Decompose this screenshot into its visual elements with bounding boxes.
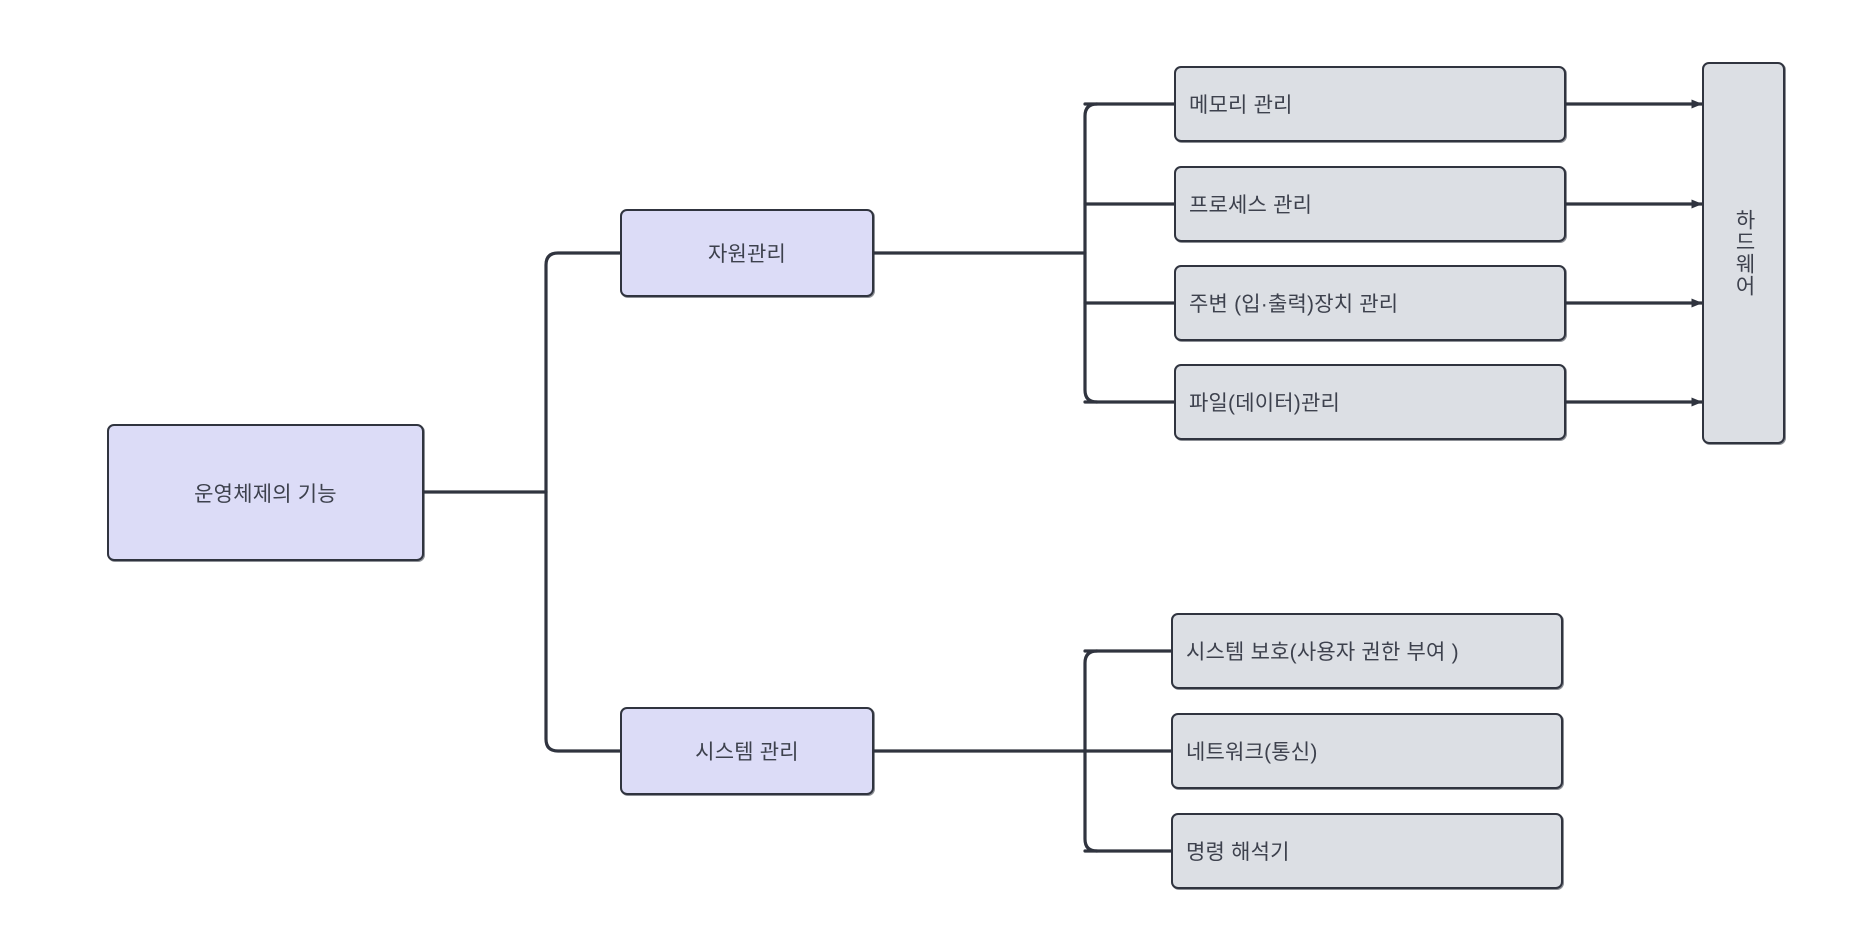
node-resource-management[interactable]: 자원관리	[620, 209, 874, 297]
node-network[interactable]: 네트워크(통신)	[1171, 713, 1563, 789]
node-network-label: 네트워크(통신)	[1186, 741, 1318, 764]
node-system-protection-label: 시스템 보호(사용자 권한 부여 )	[1186, 641, 1459, 664]
edge-split-to-system	[544, 490, 622, 753]
node-memory-management-label: 메모리 관리	[1189, 94, 1293, 117]
node-system-management-label: 시스템 관리	[695, 741, 799, 764]
edge-system-fan-spine	[1083, 649, 1099, 853]
node-device-management[interactable]: 주변 (입·출력)장치 관리	[1174, 265, 1566, 341]
node-file-management[interactable]: 파일(데이터)관리	[1174, 364, 1566, 440]
node-system-protection[interactable]: 시스템 보호(사용자 권한 부여 )	[1171, 613, 1563, 689]
node-resource-management-label: 자원관리	[707, 243, 787, 266]
node-device-management-label: 주변 (입·출력)장치 관리	[1189, 293, 1399, 316]
node-command-interpreter-label: 명령 해석기	[1186, 841, 1290, 864]
node-file-management-label: 파일(데이터)관리	[1189, 392, 1341, 415]
node-hardware-label: 하드웨어	[1732, 209, 1756, 297]
node-memory-management[interactable]: 메모리 관리	[1174, 66, 1566, 142]
node-process-management-label: 프로세스 관리	[1189, 194, 1313, 217]
node-command-interpreter[interactable]: 명령 해석기	[1171, 813, 1563, 889]
node-root-label: 운영체제의 기능	[194, 482, 337, 506]
node-system-management[interactable]: 시스템 관리	[620, 707, 874, 795]
edge-split-to-resource	[544, 251, 622, 494]
node-process-management[interactable]: 프로세스 관리	[1174, 166, 1566, 242]
edge-resource-fan-spine	[1083, 102, 1099, 404]
node-root[interactable]: 운영체제의 기능	[107, 424, 424, 561]
node-hardware[interactable]: 하드웨어	[1702, 62, 1785, 444]
